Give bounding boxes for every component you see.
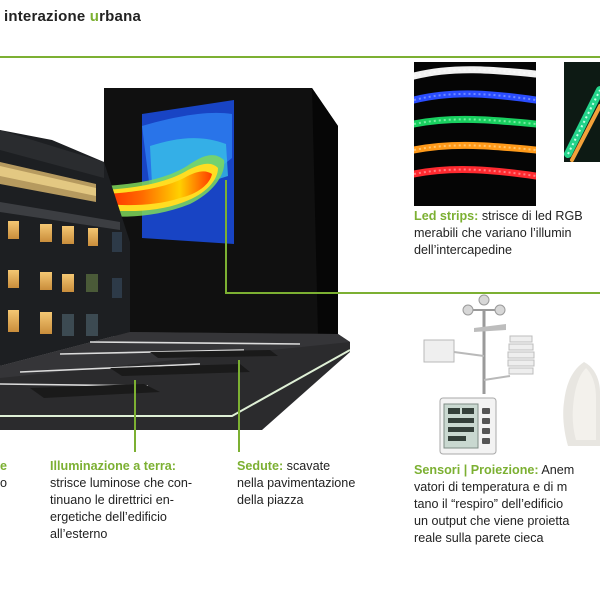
caption-led-first: strisce di led RGB xyxy=(478,209,583,223)
sensor-device-icon xyxy=(563,362,600,446)
sensor-device-photo xyxy=(562,362,600,446)
caption-left-edge-line2: o xyxy=(0,476,8,490)
top-divider-line xyxy=(0,56,600,58)
caption-illuminazione-line1: strisce luminose che con- xyxy=(50,476,193,490)
building-render-image xyxy=(0,66,350,430)
caption-sensori-heading: Sensori | Proiezione: xyxy=(414,463,539,477)
led-strip-detail-photo xyxy=(564,62,600,162)
caption-sensori-first: Anem xyxy=(538,463,575,477)
caption-sedute-line2: della piazza xyxy=(237,493,304,507)
title-part2: rbana xyxy=(99,8,141,25)
caption-sensori-line1: vatori di temperatura e di m xyxy=(414,480,568,494)
caption-led-line2: dell’intercapedine xyxy=(414,243,513,257)
title-part1: nterazione xyxy=(8,8,90,25)
caption-sensori-line2: tano il “respiro” dell’edificio xyxy=(414,497,564,511)
caption-led-strips: Led strips: strisce di led RGB merabili … xyxy=(414,208,600,259)
caption-illuminazione-line3: ergetiche dell’edificio xyxy=(50,510,167,524)
caption-illuminazione: Illuminazione a terra: strisce luminose … xyxy=(50,458,192,543)
weather-station-icon xyxy=(423,294,535,455)
caption-sedute-line1: nella pavimentazione xyxy=(237,476,356,490)
leader-line-projection-vertical xyxy=(225,180,227,294)
caption-illuminazione-line4: all’esterno xyxy=(50,527,108,541)
weather-station-photo xyxy=(414,294,540,458)
caption-left-edge-line1: e xyxy=(0,459,8,473)
leader-line-illuminazione xyxy=(134,380,136,452)
leader-line-sedute xyxy=(238,360,240,452)
caption-illuminazione-line2: tinuano le direttrici en- xyxy=(50,493,174,507)
leader-line-projection-horizontal xyxy=(225,292,600,294)
caption-sedute-heading: Sedute: xyxy=(237,459,284,473)
page-title: interazione urbana xyxy=(4,8,141,25)
caption-left-edge: e o xyxy=(0,458,20,492)
caption-illuminazione-heading: Illuminazione a terra: xyxy=(50,459,176,473)
caption-sensori-line4: reale sulla parete cieca xyxy=(414,531,544,545)
caption-sedute-first: scavate xyxy=(283,459,331,473)
caption-sensori-line3: un output che viene proietta xyxy=(414,514,570,528)
heatmap-projection xyxy=(104,100,234,244)
title-prefix: i xyxy=(4,8,9,25)
led-strips-photo xyxy=(414,62,536,206)
caption-sedute: Sedute: scavate nella pavimentazione del… xyxy=(237,458,355,509)
caption-led-heading: Led strips: xyxy=(414,209,479,223)
title-accent-u: u xyxy=(89,8,100,25)
caption-sensori: Sensori | Proiezione: Anem vatori di tem… xyxy=(414,462,600,547)
caption-led-line1: merabili che variano l’illumin xyxy=(414,226,572,240)
